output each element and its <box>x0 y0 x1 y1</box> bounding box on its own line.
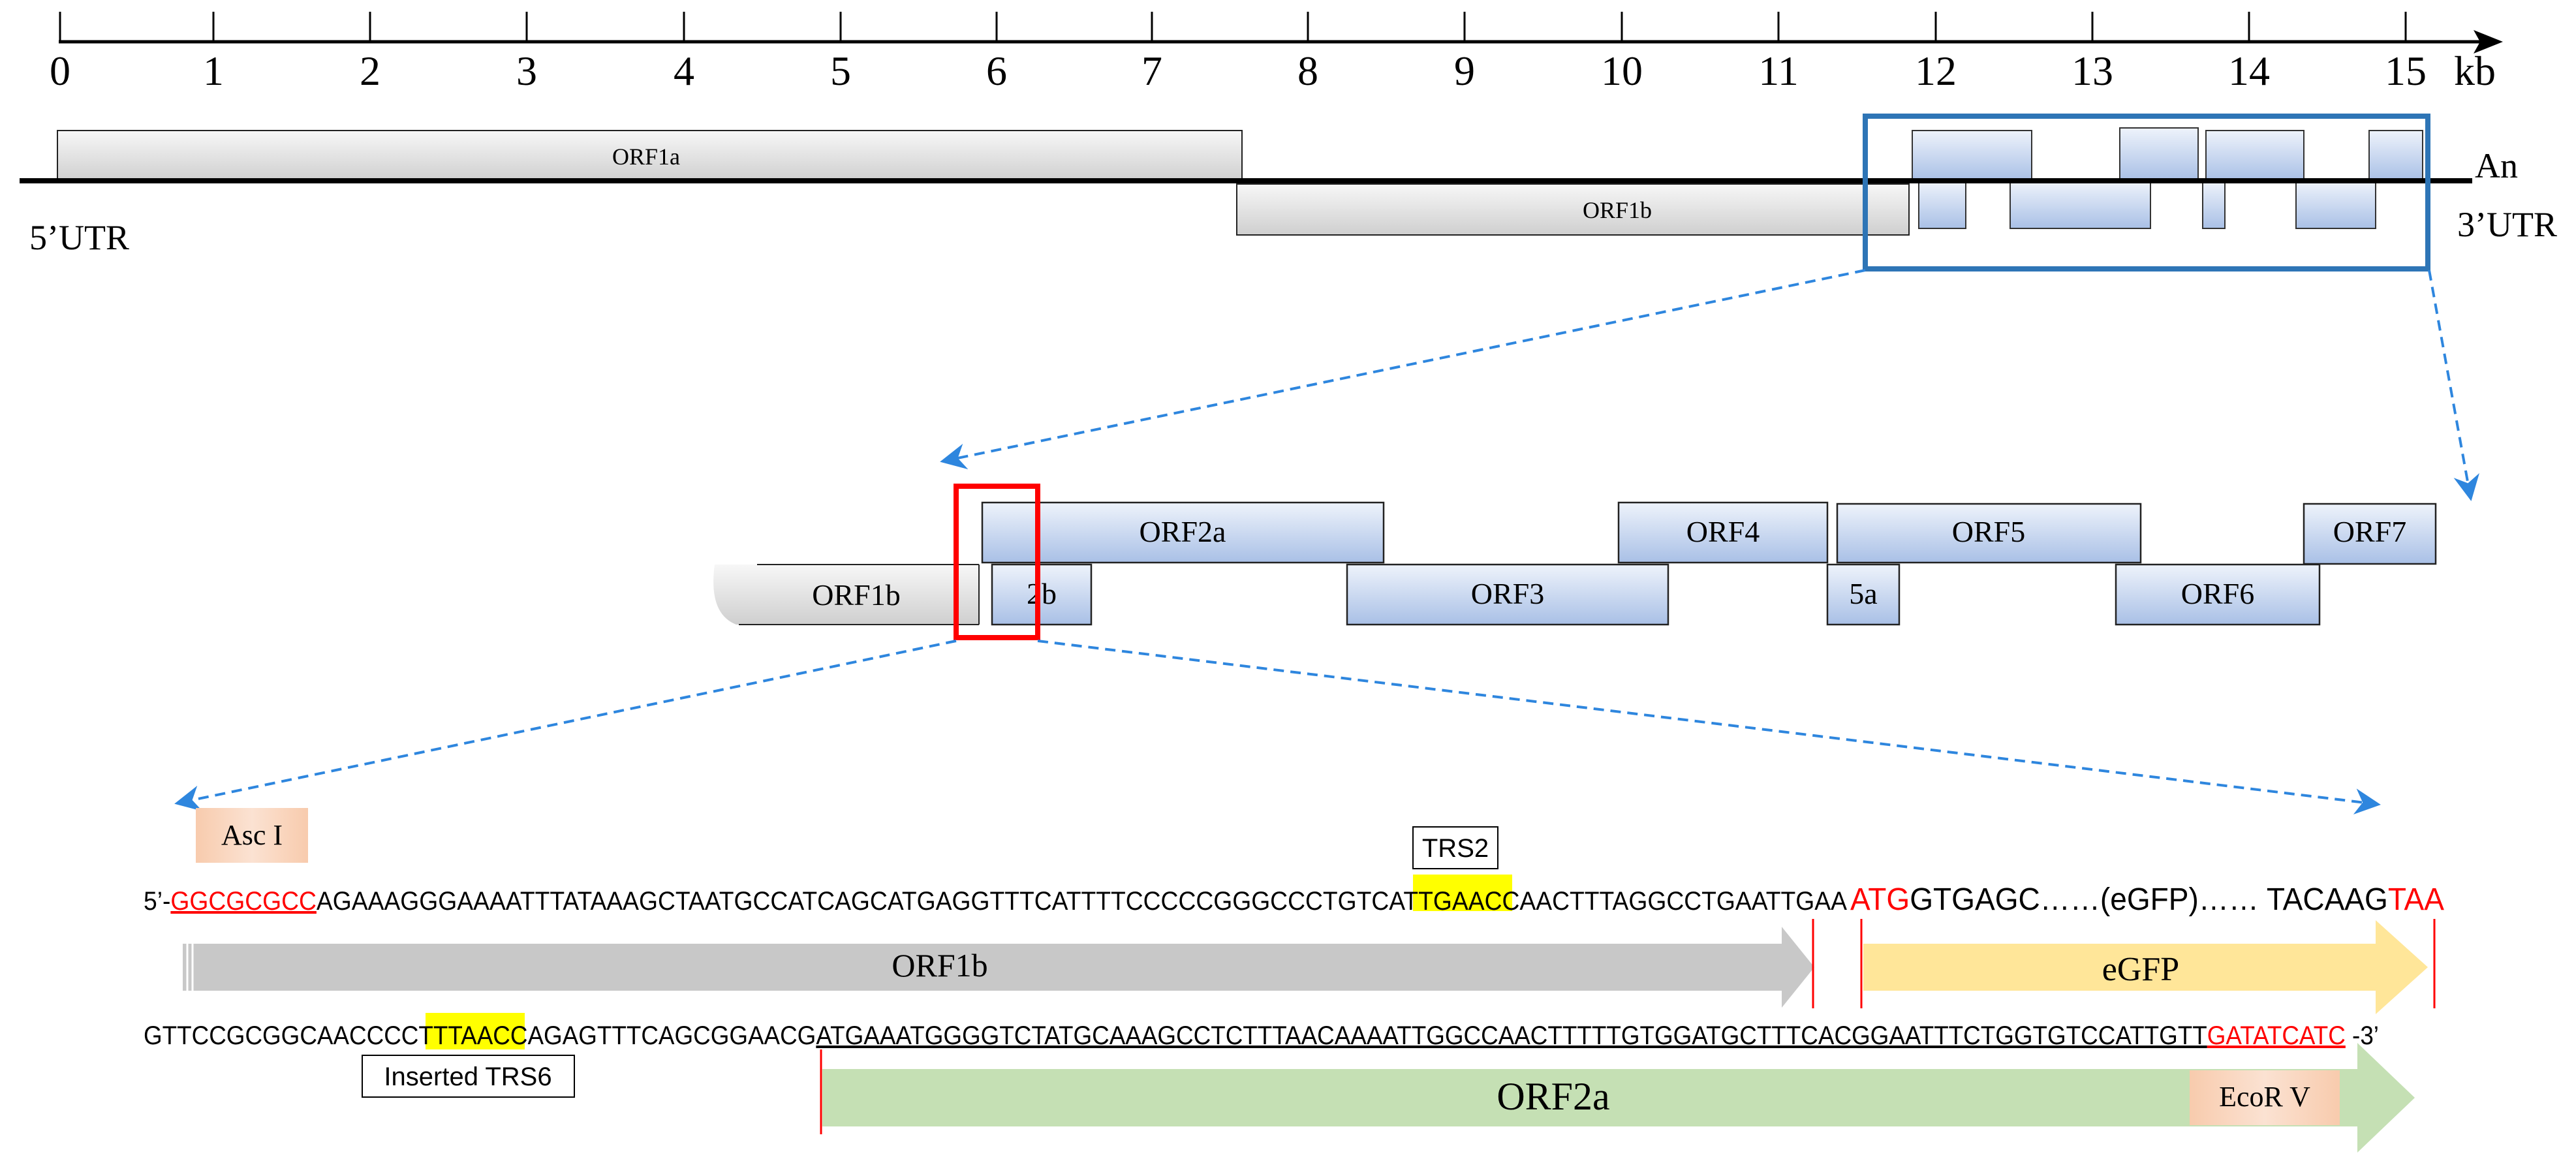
orf1b-arrow <box>183 927 1814 1008</box>
zoom-orf2a-box <box>981 501 1385 564</box>
genome-orf6-box <box>2295 181 2376 229</box>
tick-label-12: 12 <box>1915 48 1957 94</box>
trs6-label-box <box>362 1055 575 1098</box>
stop-codon: TAA <box>2388 882 2444 917</box>
egfp-arrow-label: eGFP <box>2102 951 2179 988</box>
trs6-label: Inserted TRS6 <box>384 1062 551 1091</box>
start-codon: ATG <box>1850 882 1910 917</box>
trs2-highlight <box>1413 875 1512 911</box>
tick-label-10: 10 <box>1601 48 1643 94</box>
tick-label-13: 13 <box>2072 48 2113 94</box>
zoom-orf2b-label: 2b <box>1027 577 1057 610</box>
tick-label-6: 6 <box>986 48 1007 94</box>
seq-line2-mid: AGAGTTTCAGCGGAACG <box>527 1021 816 1050</box>
asc-site-label-box <box>196 808 308 863</box>
trs2-label: TRS2 <box>1422 834 1489 863</box>
tick-label-14: 14 <box>2228 48 2270 94</box>
seq-line1-mid: AGAAAGGGAAAATTTATAAAGCTAATGCCATCAGCATGAG… <box>317 887 1418 916</box>
asc-site-label: Asc I <box>221 819 283 851</box>
seq-3prime: -3’ <box>2346 1021 2379 1050</box>
genome-orf7-box <box>2368 130 2423 181</box>
ecorv-site-seq: GATATCATC <box>2207 1021 2346 1050</box>
orf1b-arrow-label: ORF1b <box>892 947 987 984</box>
zoom-orf1b-label: ORF1b <box>812 578 900 612</box>
zoom-orf4-label: ORF4 <box>1686 515 1760 548</box>
ecorv-label-box <box>2190 1070 2340 1125</box>
zoom-orf3-label: ORF3 <box>1471 577 1544 610</box>
scale-arrow-head <box>2474 30 2503 54</box>
zoom-orf5a-box <box>1826 563 1901 626</box>
insertion-arrow-left <box>174 640 957 812</box>
trs2-label-box <box>1412 826 1498 869</box>
egfp-seq: GTGAGC……(eGFP)…… TACAAG <box>1910 882 2388 917</box>
zoom-orf6-label: ORF6 <box>2181 577 2254 610</box>
orf1b-label: ORF1b <box>1583 197 1652 223</box>
egfp-arrow <box>1863 920 2428 1014</box>
insertion-site-highlight <box>954 484 1040 640</box>
zoom-orf5-label: ORF5 <box>1952 515 2025 548</box>
tick-label-1: 1 <box>203 48 224 94</box>
zoom-orf2b-box <box>991 563 1093 626</box>
insertion-arrow-right <box>1037 640 2381 814</box>
genome-orf5-box <box>2205 130 2304 181</box>
sequence-line-2: GTTCCGCGGCAACCCCTTTAACCAGAGTTTCAGCGGAACG… <box>144 1021 2379 1050</box>
trs6-highlight <box>426 1013 525 1049</box>
zoom-orf7-box <box>2303 503 2437 565</box>
downstream-orf-boxes <box>1912 127 2423 229</box>
seq-5prime: 5’- <box>144 887 170 916</box>
scale-unit-label: kb <box>2454 48 2496 94</box>
zoom-arrow-right <box>2428 270 2479 501</box>
scale-ticks <box>59 12 2407 42</box>
zoom-orf2a-label: ORF2a <box>1140 515 1226 548</box>
tick-label-7: 7 <box>1141 48 1162 94</box>
tick-label-9: 9 <box>1454 48 1475 94</box>
zoom-orf5a-label: 5a <box>1849 577 1877 610</box>
zoomed-orf-map: ORF1b ORF2a 2b ORF3 ORF4 ORF5 5a ORF6 OR… <box>713 484 2437 640</box>
asc-site-seq: GGCGCGCC <box>170 887 317 916</box>
utr3-label: 3’UTR <box>2457 205 2557 244</box>
zoom-orf5-box <box>1836 503 2142 564</box>
ecorv-label: EcoR V <box>2219 1081 2310 1113</box>
zoom-orf6-box <box>2115 563 2321 626</box>
sequence-detail: Asc I TRS2 5’-GGCGCGCCAGAAAGGGAAAATTTATA… <box>144 808 2444 1153</box>
zoom-orf1b-box <box>713 565 979 625</box>
poly-a-label: An <box>2475 146 2518 185</box>
genome-orf5a-box <box>2202 181 2226 229</box>
scale-bar: 0 1 2 3 4 5 6 7 8 9 10 11 12 13 14 15 kb <box>50 12 2503 94</box>
zoom-arrow-left <box>940 269 1866 470</box>
tick-label-11: 11 <box>1758 48 1799 94</box>
utr5-label: 5’UTR <box>29 218 129 257</box>
orf1a-label: ORF1a <box>612 144 680 170</box>
orf2a-arrow-label: ORF2a <box>1497 1075 1609 1118</box>
orf2a-arrow <box>822 1043 2415 1153</box>
tick-label-2: 2 <box>360 48 380 94</box>
genome-orf2b-box <box>1918 181 1966 229</box>
trs2-seq: TGAACC <box>1418 887 1519 916</box>
egfp-sequence: ATGGTGAGC……(eGFP)…… TACAAGTAA <box>1850 882 2444 917</box>
tick-label-15: 15 <box>2385 48 2427 94</box>
genome-map: ORF1a ORF1b 5’UTR An 3’UTR <box>20 114 2557 271</box>
zoom-orf4-box <box>1617 501 1829 564</box>
genome-orf2a-box <box>1912 130 2032 181</box>
zoom-orf3-box <box>1346 563 1669 626</box>
genome-orf4-box <box>2119 127 2199 181</box>
orf2a-start-seq: ATGAAATGGGGTCTATGCAAAGCCTCTTTAACAAAATTGG… <box>816 1021 2207 1050</box>
orf1a-box <box>57 130 1243 182</box>
tick-label-0: 0 <box>50 48 70 94</box>
zoom-region-highlight <box>1863 114 2430 271</box>
trs6-seq: TTAACC <box>433 1021 528 1050</box>
orf1b-box <box>1236 183 1910 236</box>
genome-orf3-box <box>2010 181 2151 229</box>
zoom-orf7-label: ORF7 <box>2333 515 2406 548</box>
tick-label-5: 5 <box>830 48 851 94</box>
tick-label-8: 8 <box>1297 48 1318 94</box>
sequence-line-1: 5’-GGCGCGCCAGAAAGGGAAAATTTATAAAGCTAATGCC… <box>144 887 1847 916</box>
tick-label-3: 3 <box>516 48 537 94</box>
seq-line2-start: GTTCCGCGGCAACCCCT <box>144 1021 433 1050</box>
seq-line1-end: AACTTTAGGCCTGAATTGAA <box>1519 887 1847 916</box>
tick-label-4: 4 <box>674 48 694 94</box>
